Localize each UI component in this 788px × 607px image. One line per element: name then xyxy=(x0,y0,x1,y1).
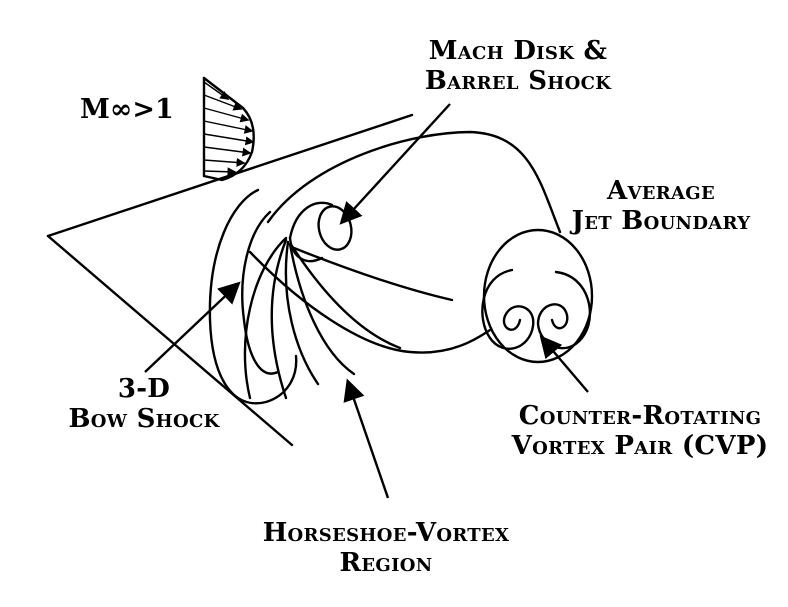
horseshoe-vortex-label-line2: Region xyxy=(339,548,433,578)
horseshoe-arrow xyxy=(343,378,390,499)
bow-shock-label-line2: Bow Shock xyxy=(68,404,220,434)
jet-boundary-top xyxy=(266,130,562,234)
horseshoe-vortex-label: Horseshoe-Vortex Region xyxy=(246,520,526,576)
horseshoe-vortex-label-line1: Horseshoe-Vortex xyxy=(262,518,510,548)
bow-shock-label: 3-D Bow Shock xyxy=(44,376,244,432)
mach-disk xyxy=(317,205,353,251)
flat-plate-left-edge xyxy=(46,234,294,447)
mach-number-label: M∞>1 xyxy=(80,94,174,125)
bow-shock-inner xyxy=(241,210,280,375)
velocity-profile xyxy=(202,76,255,182)
mach-disk-label-line2: Barrel Shock xyxy=(424,66,612,96)
average-jet-boundary-label-line1: Average xyxy=(607,176,715,206)
average-jet-boundary-label-line2: Jet Boundary xyxy=(571,206,751,236)
jet-exit-ellipse xyxy=(482,228,594,364)
jet-boundary-bottom xyxy=(248,250,492,354)
bow-shock-arrow xyxy=(144,281,241,373)
horseshoe-lines xyxy=(243,236,454,400)
cvp-left-vortex xyxy=(481,268,535,350)
mach-disk-label: Mach Disk & Barrel Shock xyxy=(398,38,638,94)
velocity-profile-arrows xyxy=(203,81,255,177)
bow-shock-label-line1: 3-D xyxy=(117,374,171,404)
mach-disk-arrow xyxy=(339,103,451,225)
cvp-label-line1: Counter-Rotating xyxy=(518,401,762,431)
cvp-right-vortex xyxy=(536,270,592,350)
cvp-label: Counter-Rotating Vortex Pair (CVP) xyxy=(490,403,788,459)
barrel-shock-top xyxy=(288,201,334,240)
mach-disk-label-line1: Mach Disk & xyxy=(428,36,608,66)
cvp-arrow xyxy=(539,335,589,393)
average-jet-boundary-label: Average Jet Boundary xyxy=(548,178,774,234)
cvp-label-line2: Vortex Pair (CVP) xyxy=(511,431,769,461)
